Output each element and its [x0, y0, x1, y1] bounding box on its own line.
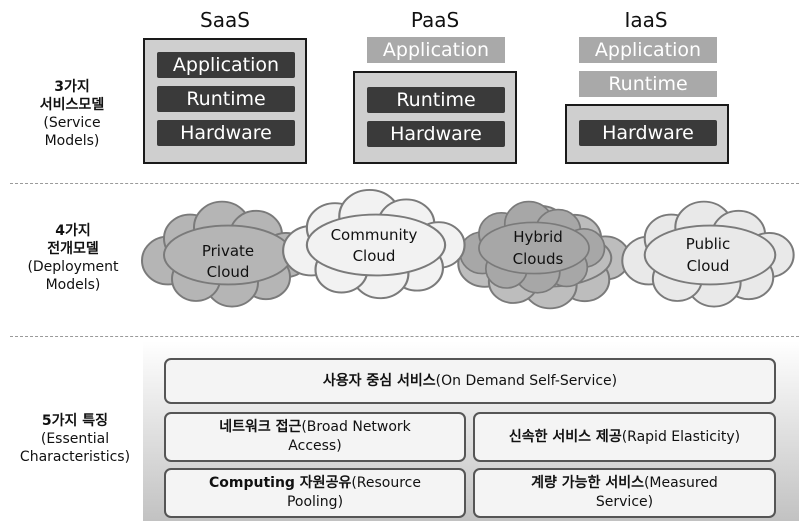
iaas-hardware-layer: Hardware	[579, 120, 717, 146]
broad-network-en-2: Access)	[288, 438, 342, 454]
deployment-models-label-ko-1: 4가지	[55, 223, 91, 239]
saas-runtime-layer: Runtime	[157, 86, 295, 112]
public-cloud: Public Cloud	[621, 200, 795, 308]
divider-1	[10, 183, 799, 184]
saas-application-layer: Application	[157, 52, 295, 78]
broad-network-en-1: (Broad Network	[301, 419, 411, 435]
rapid-elasticity-en: (Rapid Elasticity)	[621, 428, 741, 445]
on-demand-ko: 사용자 중심 서비스	[322, 372, 436, 389]
divider-2	[10, 336, 799, 337]
hybrid-cloud-label-1: Hybrid	[513, 228, 563, 246]
saas-hardware-layer: Hardware	[157, 120, 295, 146]
measured-service-en-2: Service)	[595, 494, 654, 510]
service-models-label-ko-2: 서비스모델	[39, 97, 105, 113]
broad-network-ko: 네트워크 접근	[219, 419, 302, 435]
private-cloud-label-2: Cloud	[207, 263, 250, 281]
measured-service-ko: 계량 가능한 서비스	[531, 475, 644, 491]
paas-runtime-layer: Runtime	[367, 87, 505, 113]
community-cloud-label-2: Cloud	[353, 247, 396, 265]
service-models-label-en-1: (Service	[43, 115, 101, 131]
measured-service-box: 계량 가능한 서비스(Measured Service)	[473, 468, 776, 518]
deployment-models-label-ko-2: 전개모델	[47, 241, 99, 257]
iaas-application-layer: Application	[579, 37, 717, 63]
on-demand-en: (On Demand Self-Service)	[435, 372, 618, 389]
resource-pooling-ko: Computing 자원공유	[208, 475, 352, 491]
paas-application-layer: Application	[367, 37, 505, 63]
public-cloud-label-2: Cloud	[687, 257, 730, 275]
paas-hardware-layer: Hardware	[367, 121, 505, 147]
measured-service-en-1: (Measured	[643, 475, 718, 491]
community-cloud: Community Cloud	[282, 188, 466, 300]
service-models-label-en-2: Models)	[44, 133, 100, 149]
service-models-label-ko-1: 3가지	[54, 79, 90, 95]
iaas-stack: Hardware	[565, 104, 729, 164]
deployment-models-label-en-2: Models)	[45, 277, 101, 293]
hybrid-cloud: Hybrid Clouds	[457, 200, 631, 310]
rapid-elasticity-box: 신속한 서비스 제공(Rapid Elasticity)	[473, 412, 776, 462]
hybrid-cloud-label-2: Clouds	[513, 250, 564, 268]
saas-stack: Application Runtime Hardware	[143, 38, 307, 164]
saas-title: SaaS	[200, 8, 250, 32]
resource-pooling-box: Computing 자원공유(Resource Pooling)	[164, 468, 466, 518]
characteristics-label: 5가지 특징 (Essential Characteristics)	[8, 412, 142, 466]
resource-pooling-en-1: (Resource	[351, 475, 421, 491]
characteristics-label-en-2: Characteristics)	[19, 449, 131, 465]
broad-network-access-box: 네트워크 접근(Broad Network Access)	[164, 412, 466, 462]
private-cloud-label-1: Private	[202, 242, 254, 260]
rapid-elasticity-ko: 신속한 서비스 제공	[508, 428, 622, 445]
community-cloud-label-1: Community	[331, 226, 418, 244]
resource-pooling-en-2: Pooling)	[286, 494, 344, 510]
deployment-models-label: 4가지 전개모델 (Deployment Models)	[14, 222, 132, 294]
private-cloud: Private Cloud	[141, 200, 311, 308]
deployment-models-label-en-1: (Deployment	[27, 259, 119, 275]
characteristics-label-en-1: (Essential	[40, 431, 110, 447]
iaas-title: IaaS	[624, 8, 668, 32]
on-demand-self-service-box: 사용자 중심 서비스(On Demand Self-Service)	[164, 358, 776, 404]
public-cloud-label-1: Public	[686, 235, 730, 253]
iaas-runtime-layer: Runtime	[579, 71, 717, 97]
paas-stack: Runtime Hardware	[353, 71, 517, 164]
service-models-label: 3가지 서비스모델 (Service Models)	[22, 78, 122, 150]
paas-title: PaaS	[410, 8, 460, 32]
characteristics-label-ko: 5가지 특징	[41, 413, 109, 429]
